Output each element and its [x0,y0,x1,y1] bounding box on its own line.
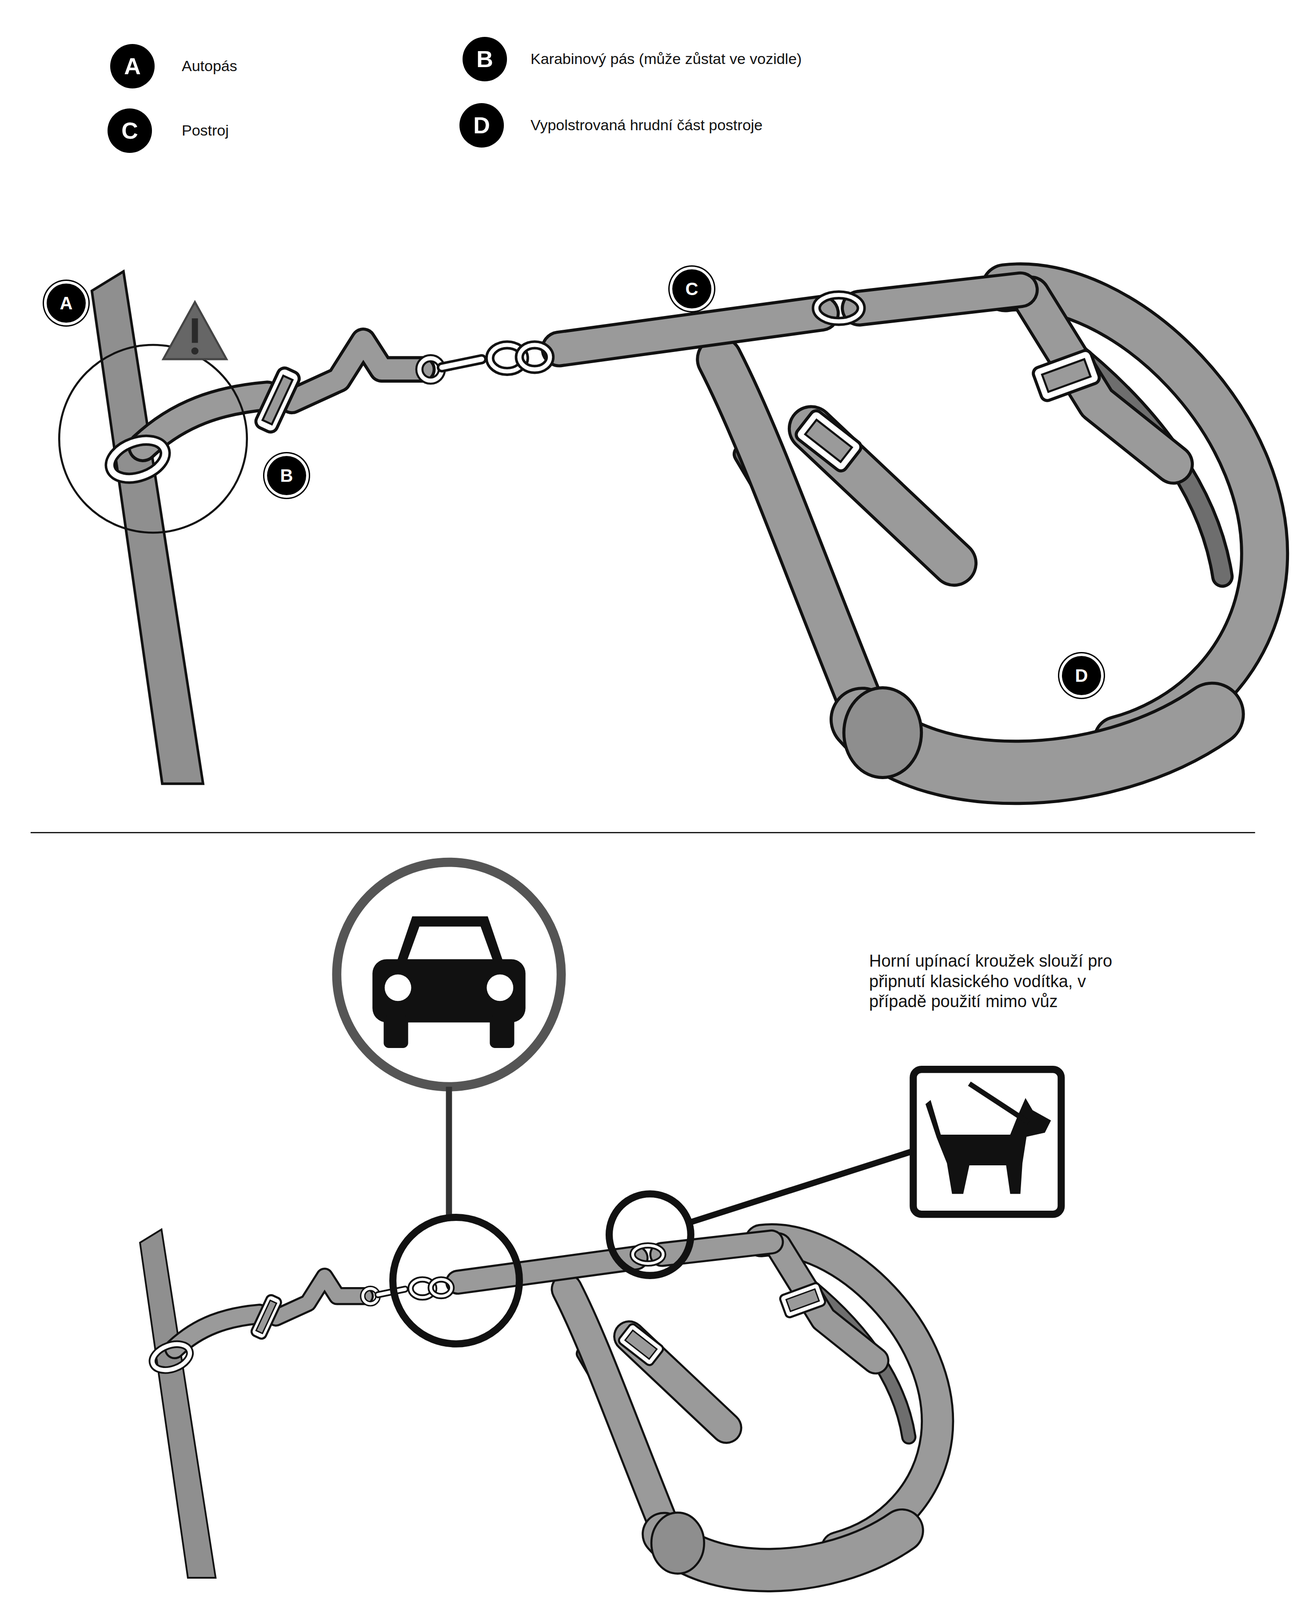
callout-letter: B [267,455,307,495]
highlight-circle [392,1217,520,1344]
callout-circle: B [267,455,307,495]
car-body [372,958,526,1022]
callout-circle: C [672,269,712,309]
harness-top [91,271,1265,784]
callout-circle: D [1061,655,1102,695]
car-circle [336,862,562,1087]
callout-circle: A [46,283,86,323]
legend-description: Postroj [181,122,229,139]
car-wheel [489,1014,515,1048]
leader-line [446,1086,453,1217]
callout-letter: A [46,283,86,323]
leash [969,1083,1029,1122]
highlight-circle [609,1193,691,1276]
car-window [406,926,494,964]
key-badge: D Vypolstrovaná hrudní část postroje [459,103,763,148]
key-badge: B Karabinový pás (může zůstat ve vozidle) [462,36,802,82]
harness-bottom [139,1229,938,1578]
car-light [486,974,514,1002]
warning-triangle [163,302,227,360]
callout-letter: D [1061,655,1102,695]
legend-letter: B [462,36,507,82]
car-symbol [336,862,562,1344]
dog-sign [913,1069,1062,1214]
legend-letter: A [110,43,155,89]
car-wheel [383,1014,408,1048]
leader-line [689,1150,914,1223]
callout-letter: C [672,269,712,309]
car-light [384,974,412,1002]
separator-line [30,831,1256,834]
legend-description: Karabinový pás (může zůstat ve vozidle) [530,50,802,68]
legend-description: Autopás [181,57,238,75]
legend-letter: C [107,108,152,153]
warning-mark [191,318,199,343]
dog-silhouette [925,1097,1051,1194]
note-text: Horní upínací kroužek slouží pro připnut… [869,950,1136,1012]
legend-description: Vypolstrovaná hrudní část postroje [530,116,763,134]
key-badge: C Postroj [107,108,229,153]
warning-dot [191,347,199,355]
legend-letter: D [459,103,504,148]
magnifier-circle [59,344,248,533]
warning-symbol [163,302,227,360]
dog-symbol [609,1069,1062,1276]
key-badge: A Autopás [110,43,238,89]
